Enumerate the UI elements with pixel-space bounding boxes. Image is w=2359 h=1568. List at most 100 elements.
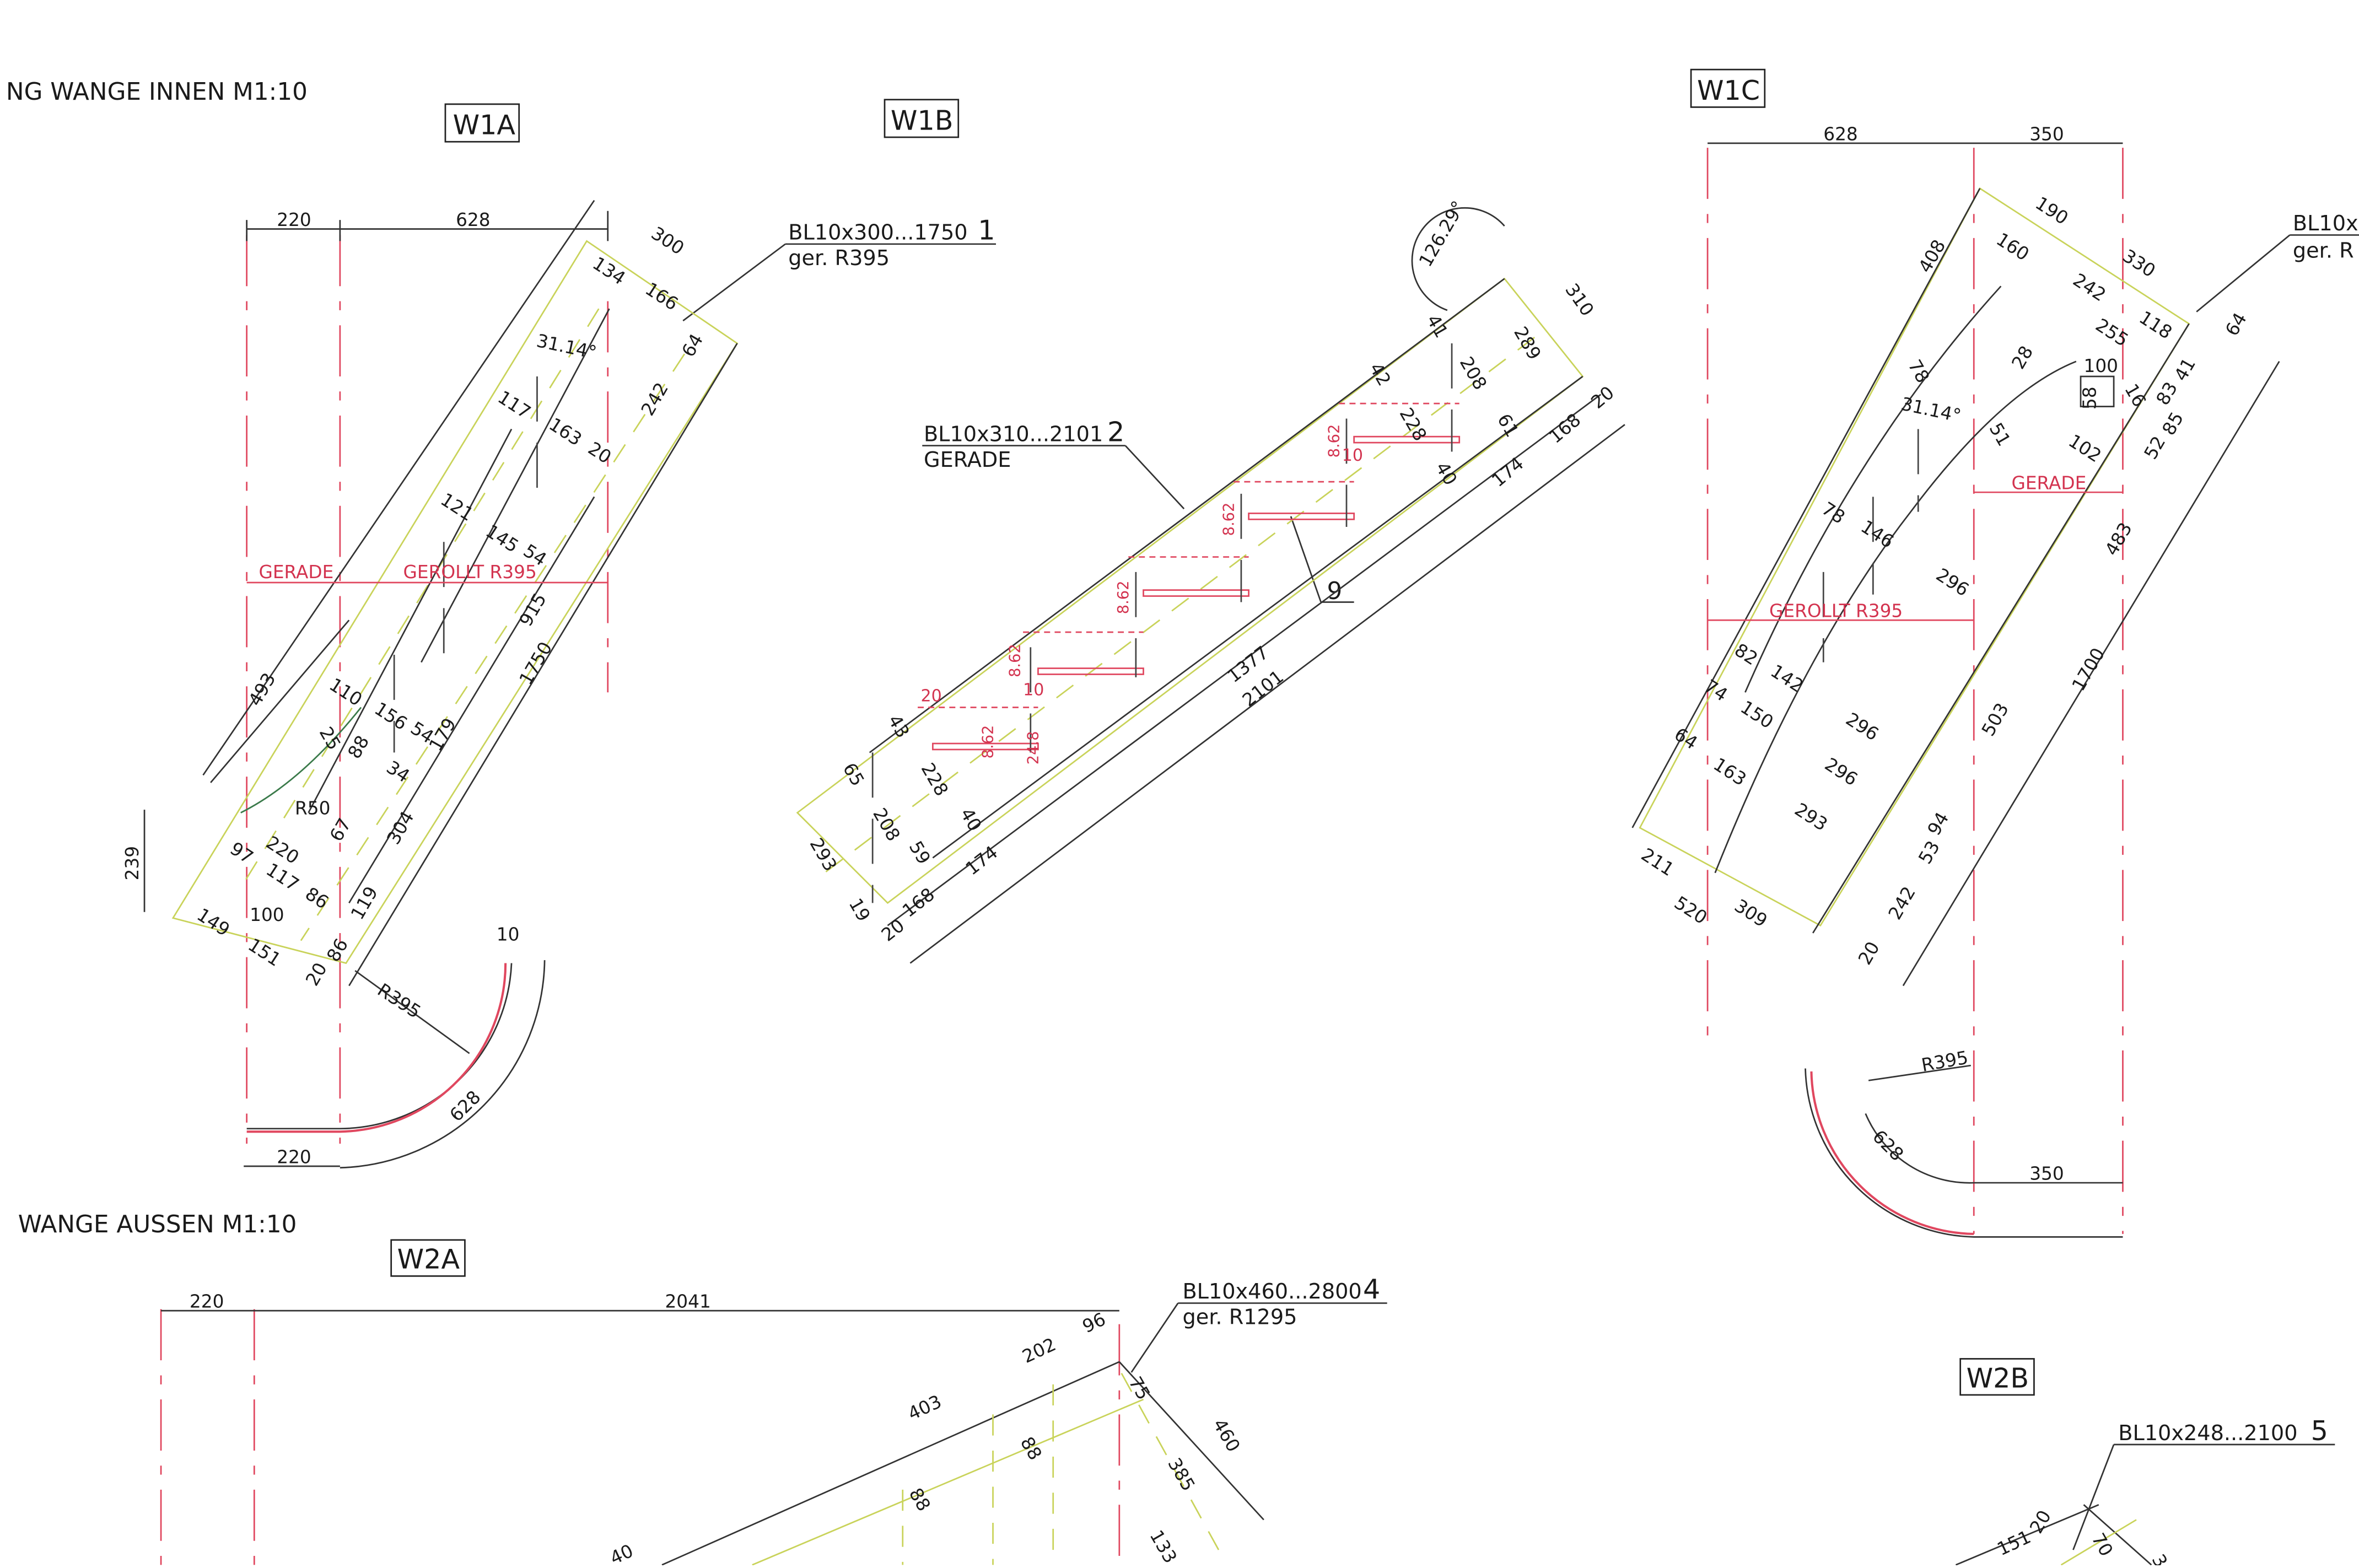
callout-3: BL10x ger. R xyxy=(2196,212,2359,312)
w2a-view: 220 2041 96 202 403 75 460 88 385 88 133… xyxy=(160,1291,1264,1568)
dimension-label-w1b-d174b: 174 xyxy=(962,842,1002,879)
w1a-label-gerade: GERADE xyxy=(258,562,333,583)
dimension-label-w1a-d121: 121 xyxy=(437,489,477,525)
dimension-label-w2b-d151: 151 xyxy=(1994,1526,2034,1560)
dimension-label-w1a-d151: 151 xyxy=(244,934,284,971)
dimension-label-w1b-d61: 61 xyxy=(1493,410,1523,440)
w1c-label-gerollt: GEROLLT R395 xyxy=(1769,601,1903,622)
dimension-label-w1a-d100: 100 xyxy=(250,904,284,925)
dimension-label-w1c-d296c: 296 xyxy=(1821,754,1861,790)
dimension-label-w1a-d149: 149 xyxy=(193,904,233,941)
dimension-label-w2a-d403: 403 xyxy=(904,1391,945,1425)
dimension-label-w1a-d166: 166 xyxy=(642,278,682,315)
dimension-label-w1a-d10: 10 xyxy=(497,924,520,945)
dimension-label-w1c-d94: 94 xyxy=(1924,809,1953,839)
w2b-view: 151 20 70 3 xyxy=(1955,1504,2172,1568)
dimension-label-w2a-d75: 75 xyxy=(1124,1373,1154,1403)
dimension-label-w1b-d293: 293 xyxy=(806,834,841,875)
callout-5-num: 5 xyxy=(2311,1415,2328,1447)
dimension-label-w1c-d296b: 296 xyxy=(1842,709,1882,745)
dimension-label-w1c-d118: 118 xyxy=(2135,307,2175,343)
dimension-label-w1c-d51: 51 xyxy=(1985,419,2015,450)
dimension-label-w1c-d309: 309 xyxy=(1731,895,1771,931)
dimension-label-w1c-d211: 211 xyxy=(1638,844,1678,880)
dimension-label-w1b-d40b: 40 xyxy=(956,805,986,835)
dimension-label-w2a-d40: 40 xyxy=(607,1540,637,1565)
dimension-label-w1a-angle: 31.14° xyxy=(535,330,599,363)
dimension-label-w2a-d202: 202 xyxy=(1019,1334,1059,1367)
dimension-label-w1c-d242: 242 xyxy=(2069,270,2109,306)
dimension-label-w1a-d179: 179 xyxy=(425,714,460,755)
dimension-label-w2a-d460: 460 xyxy=(1209,1415,1244,1456)
w1a-dim-220: 220 xyxy=(277,209,311,230)
w1c-dim-628: 628 xyxy=(1823,123,1858,144)
dimension-label-w1a-d242: 242 xyxy=(637,379,672,419)
w1c-dim-350: 350 xyxy=(2029,123,2064,144)
dimension-label-w1c-d330: 330 xyxy=(2119,245,2159,282)
dimension-label-w1c-d53: 53 xyxy=(1914,837,1944,867)
dimension-label-w1b-d65: 65 xyxy=(839,759,869,790)
dimension-label-w1c-d163: 163 xyxy=(1710,754,1750,790)
part-tag-w1a: W1A xyxy=(444,103,520,143)
callout-4-note: ger. R1295 xyxy=(1182,1306,1297,1330)
dimension-label-w1a-r395: R395 xyxy=(374,979,424,1022)
dimension-label-w1c-d142: 142 xyxy=(1767,660,1807,697)
w1a-dim-bottom-220: 220 xyxy=(277,1147,311,1168)
callout-1: BL10x300...1750 1 ger. R395 xyxy=(682,214,996,322)
dimension-label-w1c-d64: 64 xyxy=(2221,309,2251,340)
dimension-label-w1b-d228b: 228 xyxy=(917,759,952,800)
dimension-label-w1a-d1750: 1750 xyxy=(515,638,557,688)
w1a-label-gerollt: GEROLLT R395 xyxy=(403,562,537,583)
dimension-label-w1a-d117: 117 xyxy=(494,387,534,423)
part-tag-w1c: W1C xyxy=(1690,68,1766,108)
dimension-label-w1b-r10: 10 xyxy=(1342,446,1363,465)
dimension-label-w1b-d43: 43 xyxy=(884,711,914,741)
dimension-label-w1b-r862: 8.62 xyxy=(980,725,997,759)
dimension-label-w2b-d3: 3 xyxy=(2147,1550,2171,1565)
dimension-label-w1b-d174: 174 xyxy=(1488,453,1527,491)
dimension-label-w1c-d16: 16 xyxy=(2120,380,2150,411)
dimension-label-w1b-r862: 8.62 xyxy=(1007,644,1024,677)
dimension-label-w1c-d20: 20 xyxy=(1854,938,1884,968)
dimension-label-w1a-d239: 239 xyxy=(122,846,143,881)
dimension-label-w1b-d168: 168 xyxy=(1545,409,1585,448)
callout-1-spec: BL10x300...1750 xyxy=(788,221,967,245)
callout-3-note: ger. R xyxy=(2293,239,2354,263)
dimension-label-w1c-d28: 28 xyxy=(2008,342,2038,373)
part-tag-w2a: W2A xyxy=(390,1239,466,1277)
w2a-dim-2041: 2041 xyxy=(665,1291,710,1312)
dimension-label-w2a-d133: 133 xyxy=(1145,1527,1181,1565)
dimension-label-w1c-d293: 293 xyxy=(1791,799,1831,835)
w1c-view: 628 350 190 160 330 408 242 118 255 64 1… xyxy=(1631,123,2280,1238)
dimension-label-w1c-d160: 160 xyxy=(1992,229,2033,265)
w1c-dim-bottom-350: 350 xyxy=(2029,1163,2064,1184)
dimension-label-w1a-d97: 97 xyxy=(227,838,257,868)
callout-4: BL10x460...2800 4 ger. R1295 xyxy=(1130,1273,1387,1373)
callout-9-num: 9 xyxy=(1327,577,1343,605)
dimension-label-w1c-d100: 100 xyxy=(2083,355,2118,376)
dimension-label-w1a-r50: R50 xyxy=(295,798,330,818)
callout-9: 9 xyxy=(1290,516,1354,605)
callout-1-num: 1 xyxy=(978,214,995,246)
dimension-label-tags-w1a: W1A xyxy=(453,109,516,141)
dimension-label-w1a-d67: 67 xyxy=(326,815,356,845)
dimension-label-w1b-d59: 59 xyxy=(905,838,935,868)
callout-3-spec: BL10x xyxy=(2293,212,2358,236)
dimension-label-w1a-d220b: 220 xyxy=(262,832,303,868)
w1a-view: 220 628 300 134 166 64 242 31.14° 117 16… xyxy=(122,200,739,1169)
dimension-label-w1a-d134: 134 xyxy=(589,253,629,289)
dimension-label-w1b-r248: 24.8 xyxy=(1025,731,1042,764)
w1b-angle: 126.29° xyxy=(1415,197,1469,270)
dimension-label-w1b-r862: 8.62 xyxy=(1220,503,1237,536)
dimension-label-w2a-d96: 96 xyxy=(1079,1308,1109,1337)
dimension-label-w1c-d58: 58 xyxy=(2079,386,2100,409)
dimension-label-w1c-angle: 31.14° xyxy=(1899,394,1963,427)
dimension-label-w1a-d119: 119 xyxy=(347,883,382,923)
dimension-label-w1c-d146: 146 xyxy=(1857,516,1897,552)
w1b-view: 20 8.62 24.8 10 8.62 8.62 8.62 8.62 10 1… xyxy=(796,197,1625,964)
dimension-label-w1c-d85: 85 xyxy=(2158,408,2188,439)
dimension-label-w1b-r20: 20 xyxy=(921,687,942,706)
dimension-label-w1c-d78b: 78 xyxy=(1818,498,1849,529)
dimension-label-w1c-d503: 503 xyxy=(1978,699,2013,740)
